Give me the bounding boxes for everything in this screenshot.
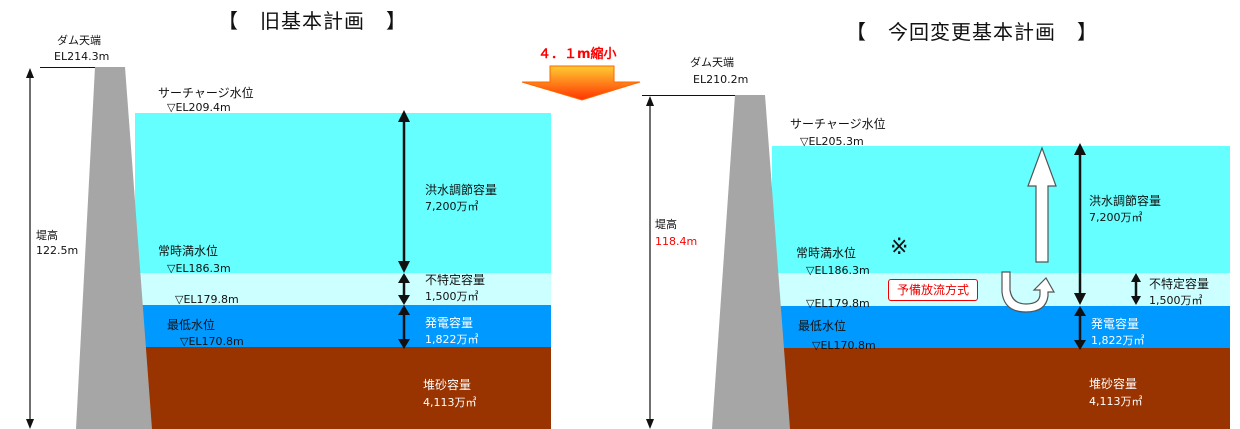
- old-flood-cap-label: 洪水調節容量: [425, 183, 498, 197]
- new-sediment-cap-label: 堆砂容量: [1089, 377, 1138, 391]
- new-dam-body: [712, 95, 790, 429]
- new-unspecified-cap-value: 1,500万㎥: [1149, 294, 1203, 307]
- old-power-cap-label: 発電容量: [425, 316, 474, 330]
- old-sediment-cap-label: 堆砂容量: [423, 378, 472, 392]
- old-min-el: ▽EL170.8m: [180, 335, 244, 348]
- new-flood-control-layer: [772, 146, 1230, 273]
- new-crest-el: EL210.2m: [693, 73, 749, 86]
- old-unspecified-cap-value: 1,500万㎥: [425, 290, 479, 303]
- new-flood-cap-label: 洪水調節容量: [1089, 194, 1162, 208]
- old-sediment-cap-value: 4,113万㎥: [423, 396, 477, 409]
- old-crest-el: EL214.3m: [54, 50, 110, 63]
- old-surcharge-label: サーチャージ水位: [158, 86, 254, 100]
- note-mark: ※: [890, 235, 909, 260]
- new-unspecified-cap-label: 不特定容量: [1149, 277, 1210, 291]
- old-surcharge-el: ▽EL209.4m: [167, 101, 231, 114]
- new-plan-title: 【 今回変更基本計画 】: [846, 20, 1098, 44]
- new-normal-el: ▽EL186.3m: [806, 264, 870, 277]
- old-normal-el: ▽EL186.3m: [167, 262, 231, 275]
- new-unspecified-el: ▽EL179.8m: [806, 297, 870, 310]
- new-min-el: ▽EL170.8m: [812, 339, 876, 352]
- old-sediment-layer: [135, 347, 551, 429]
- new-power-layer: [772, 306, 1230, 348]
- new-power-cap-label: 発電容量: [1091, 317, 1140, 331]
- new-height-value: 118.4m: [655, 235, 698, 248]
- old-unspecified-el: ▽EL179.8m: [175, 293, 239, 306]
- preliminary-release-up-arrow: [1027, 146, 1057, 263]
- new-crest-line: [642, 95, 742, 96]
- new-sediment-layer: [772, 348, 1230, 429]
- old-unspecified-cap-label: 不特定容量: [425, 273, 486, 287]
- new-min-label: 最低水位: [798, 319, 847, 333]
- new-surcharge-label: サーチャージ水位: [790, 117, 886, 131]
- old-power-layer: [135, 305, 551, 347]
- old-flood-control-layer: [135, 113, 551, 273]
- old-height-value: 122.5m: [36, 244, 79, 257]
- old-height-label: 堤高: [36, 229, 58, 242]
- new-crest-label: ダム天端: [690, 56, 734, 69]
- preliminary-release-callout: 予備放流方式: [888, 279, 979, 301]
- old-flood-cap-value: 7,200万㎥: [425, 200, 479, 213]
- new-flood-cap-value: 7,200万㎥: [1089, 211, 1143, 224]
- old-power-cap-value: 1,822万㎥: [425, 333, 479, 346]
- new-surcharge-el: ▽EL205.3m: [800, 135, 864, 148]
- old-unspecified-layer: [135, 273, 551, 305]
- old-crest-label: ダム天端: [57, 34, 101, 47]
- new-power-cap-value: 1,822万㎥: [1091, 334, 1145, 347]
- old-min-label: 最低水位: [167, 318, 216, 332]
- new-sediment-cap-value: 4,113万㎥: [1089, 395, 1143, 408]
- old-crest-line: [40, 67, 102, 68]
- new-height-label: 堤高: [655, 218, 677, 231]
- new-unspecified-layer: [772, 273, 1230, 306]
- old-dam-diagram: [26, 67, 410, 429]
- reduction-label: ４．１m縮小: [538, 47, 617, 62]
- preliminary-release-hook-arrow: [1001, 271, 1056, 313]
- old-plan-title: 【 旧基本計画 】: [218, 9, 407, 33]
- new-normal-label: 常時満水位: [796, 246, 857, 260]
- old-normal-label: 常時満水位: [158, 244, 219, 258]
- old-dam-body: [76, 67, 152, 429]
